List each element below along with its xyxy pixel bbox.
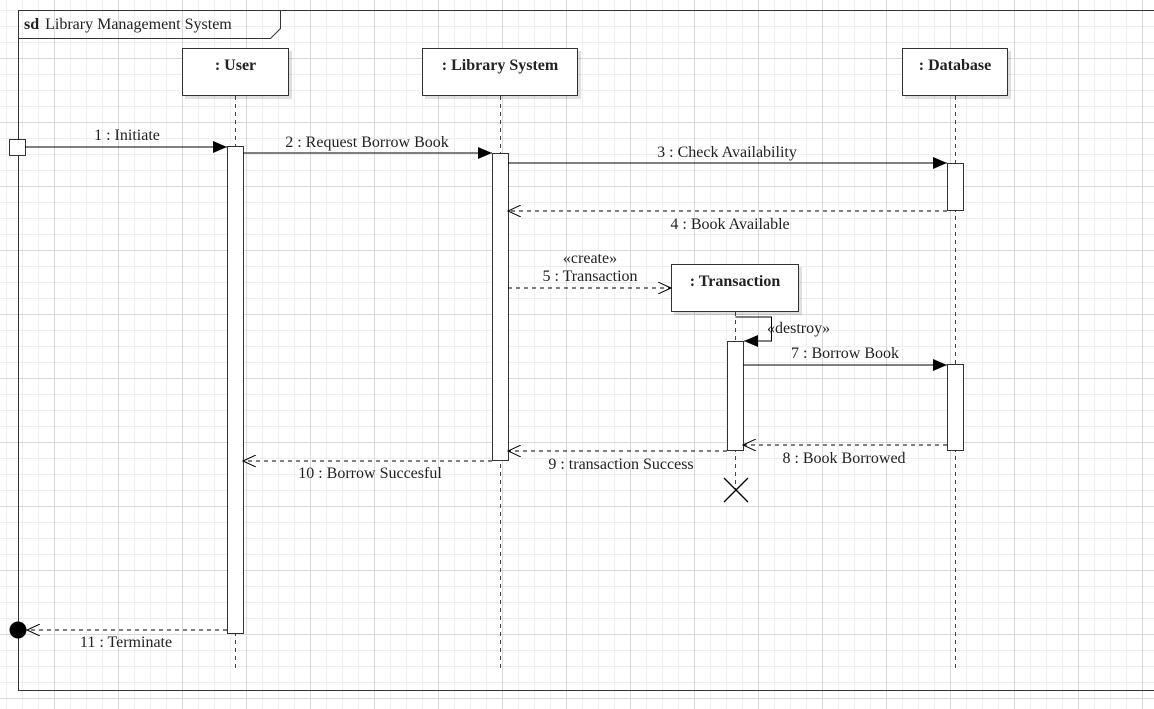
user-head[interactable]: : User [182,48,289,96]
destruction-x-icon [723,477,749,503]
message-11-label: 11 : Terminate [80,634,172,651]
message-6-destroy[interactable]: «destroy» [735,316,831,347]
message-4-label: 4 : Book Available [670,216,789,233]
message-4[interactable]: 4 : Book Available [508,211,947,233]
frame-title: sd Library Management System [24,16,232,33]
frame-name: Library Management System [45,16,232,33]
message-3-label: 3 : Check Availability [657,144,797,161]
transaction-head-label: : Transaction [690,273,781,290]
database-activation-2 [947,364,964,451]
database-head-label: : Database [919,57,991,74]
transaction-head[interactable]: : Transaction [671,264,799,312]
message-5-label: 5 : Transaction [542,268,637,285]
message-3[interactable]: 3 : Check Availability [508,144,947,169]
message-9[interactable]: 9 : transaction Success [508,451,727,473]
message-1[interactable]: 1 : Initiate [25,127,227,153]
message-9-label: 9 : transaction Success [548,456,693,473]
message-8-label: 8 : Book Borrowed [782,450,905,467]
library-system-head-label: : Library System [442,57,559,74]
message-10-label: 10 : Borrow Succesful [298,465,442,482]
user-head-label: : User [215,57,256,74]
lifelines [235,96,956,670]
message-7-label: 7 : Borrow Book [791,345,899,362]
message-10[interactable]: 10 : Borrow Succesful [243,461,492,482]
message-11[interactable]: 11 : Terminate [27,630,227,651]
message-6-stereotype: «destroy» [767,320,830,337]
library-system-head[interactable]: : Library System [422,48,578,96]
sd-frame: sd Library Management System [18,10,1154,691]
message-5-create[interactable]: «create» 5 : Transaction [508,250,671,288]
message-7[interactable]: 7 : Borrow Book [743,345,947,371]
message-1-label: 1 : Initiate [94,127,160,144]
library-system-activation [492,153,509,461]
initial-gate[interactable] [9,139,26,156]
message-2[interactable]: 2 : Request Borrow Book [243,134,492,159]
activations [227,146,964,634]
frame-keyword: sd [24,16,39,33]
terminate-endpoint[interactable] [9,621,27,639]
message-5-stereotype: «create» [563,250,617,267]
user-activation [227,146,244,634]
transaction-activation [727,341,744,451]
message-8[interactable]: 8 : Book Borrowed [743,445,947,467]
database-head[interactable]: : Database [902,48,1008,96]
database-activation-1 [947,163,964,211]
message-2-label: 2 : Request Borrow Book [285,134,449,151]
